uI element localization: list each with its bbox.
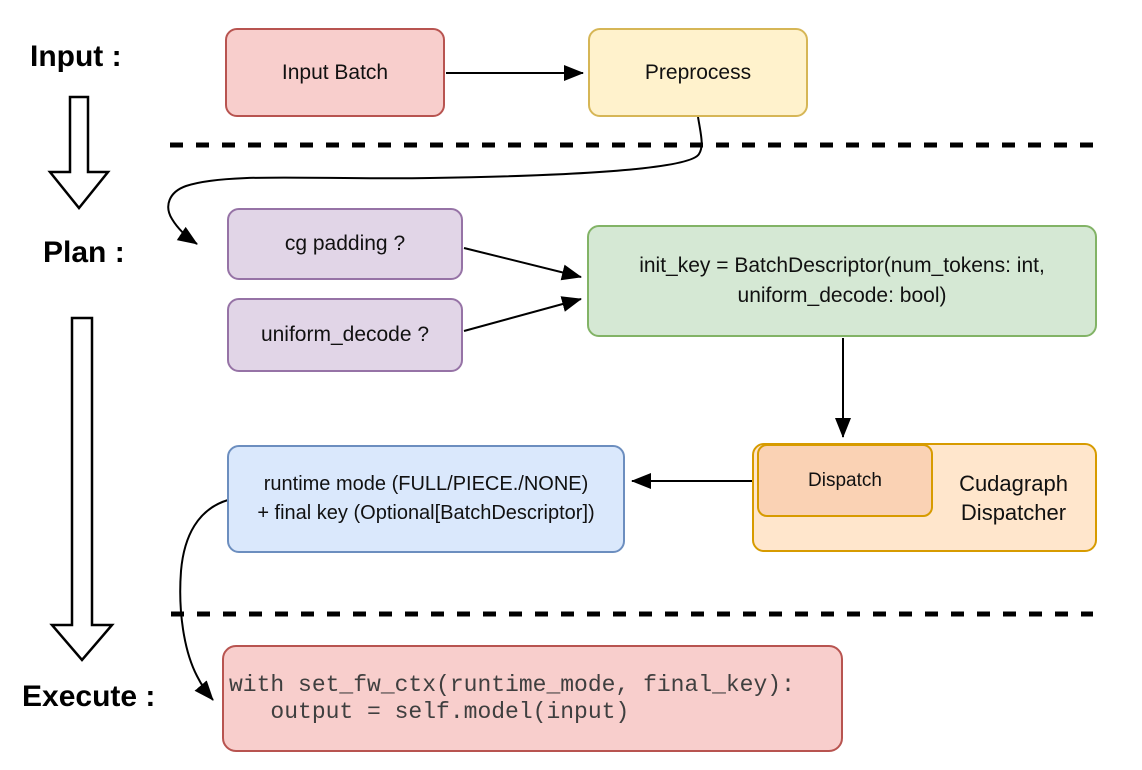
node-init-key-line1: init_key = BatchDescriptor(num_tokens: i… — [639, 254, 1045, 277]
node-init-key: init_key = BatchDescriptor(num_tokens: i… — [587, 225, 1097, 337]
arrow-uniform-decode-to-init-key — [463, 296, 582, 332]
plan-to-execute-arrow — [49, 316, 115, 662]
node-preprocess: Preprocess — [588, 28, 808, 117]
node-dispatch: Dispatch — [757, 444, 933, 517]
phase-label-execute: Execute : — [22, 680, 156, 713]
cudagraph-line1: Cudagraph — [959, 470, 1068, 496]
node-input-batch-label: Input Batch — [281, 60, 389, 84]
node-cg-padding-label: cg padding ? — [284, 232, 406, 255]
runtime-mode-line1: runtime mode (FULL/PIECE./NONE) — [263, 473, 589, 495]
node-preprocess-label: Preprocess — [644, 60, 752, 84]
node-input-batch: Input Batch — [225, 28, 445, 117]
phase-label-plan: Plan : — [43, 236, 125, 269]
node-init-key-line2: uniform_decode: bool) — [737, 284, 947, 307]
node-cg-padding: cg padding ? — [227, 208, 463, 280]
arrow-cg-padding-to-init-key — [463, 247, 582, 281]
execute-code-line2: output = self.model(input) — [229, 698, 630, 725]
node-cudagraph-dispatcher-label: Cudagraph Dispatcher — [930, 443, 1097, 552]
node-uniform-decode: uniform_decode ? — [227, 298, 463, 372]
input-to-plan-arrow — [47, 95, 111, 210]
execute-code-line1: with set_fw_ctx(runtime_mode, final_key)… — [229, 671, 795, 698]
runtime-mode-line2: + final key (Optional[BatchDescriptor]) — [257, 502, 595, 524]
node-dispatch-label: Dispatch — [808, 469, 882, 491]
node-uniform-decode-label: uniform_decode ? — [260, 323, 430, 346]
node-execute-code: with set_fw_ctx(runtime_mode, final_key)… — [222, 645, 843, 752]
cudagraph-line2: Dispatcher — [960, 499, 1067, 525]
phase-label-input: Input : — [30, 40, 122, 73]
arrow-runtime-mode-to-execute-code — [179, 499, 229, 701]
node-runtime-mode-result: runtime mode (FULL/PIECE./NONE) + final … — [227, 445, 625, 553]
arrow-preprocess-to-cg-padding — [167, 116, 703, 245]
